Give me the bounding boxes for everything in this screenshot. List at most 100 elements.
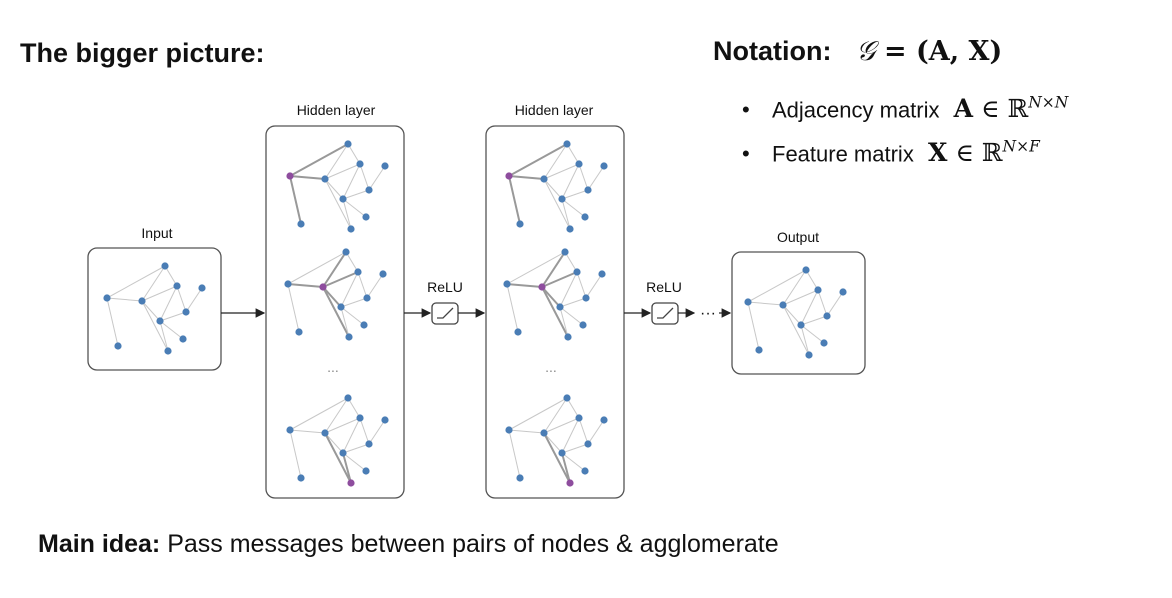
graph-node [581,213,589,221]
graph-edge [324,432,344,454]
highlighted-node [505,172,513,180]
graph-edge [185,287,203,313]
graph-edge [159,285,178,322]
graph-edge [578,163,589,191]
graph-node [179,335,187,343]
graph-edge [368,419,386,445]
graph-edge [289,397,349,431]
hidden-layer-2-label: Hidden layer [515,102,594,118]
graph-node [505,426,513,434]
graph-node [321,429,329,437]
graph-edge [800,324,825,344]
graph-edge [543,417,580,434]
graph-edge [508,429,545,434]
hidden1-graph-a [286,140,389,233]
graph-edge [322,251,347,288]
graph-edge [287,283,300,333]
graph-edge [561,417,580,454]
graph-node [198,284,206,292]
graph-node [103,294,111,302]
graph-node [814,286,822,294]
graph-edge [342,163,361,200]
graph-edge [357,271,368,299]
graph-node [362,467,370,475]
graph-edge [342,417,361,454]
graph-edge [342,198,367,218]
graph-edge [322,286,342,308]
graph-node [297,220,305,228]
graph-edge [543,432,571,484]
graph-edge [541,271,578,288]
graph-node [600,162,608,170]
graph-node [354,268,362,276]
slide-title: The bigger picture: [20,38,265,68]
relu-1-label: ReLU [427,279,463,295]
hidden-layer-1-ellipsis: ... [327,359,339,375]
graph-node [598,270,606,278]
graph-edge [366,273,384,299]
graph-edge [782,269,807,306]
hidden1-graph-c [286,394,389,487]
graph-edge [324,397,349,434]
graph-node [563,140,571,148]
graph-edge [506,251,566,285]
graph-edge [559,297,587,308]
graph-node [575,160,583,168]
graph-edge [587,419,605,445]
graph-node [379,270,387,278]
graph-node [284,280,292,288]
graph-edge [543,178,563,200]
graph-edge [585,273,603,299]
graph-edge [508,429,521,479]
graph-node [573,268,581,276]
graph-node [503,280,511,288]
graph-node [566,225,574,233]
graph-edge [342,189,370,200]
input-graph [103,262,206,355]
graph-edge [324,417,361,434]
graph-edge [347,397,361,419]
graph-edge [561,163,580,200]
graph-edge [322,271,359,288]
graph-edge [747,269,807,303]
graph-edge [359,163,370,191]
graph-node [356,414,364,422]
graph-edge [324,432,352,484]
graph-edge [826,291,844,317]
graph-edge [324,178,352,230]
graph-node [802,266,810,274]
hidden-layer-1-label: Hidden layer [297,102,376,118]
graph-node [365,440,373,448]
graph-edge [289,175,326,180]
graph-node [582,294,590,302]
graph-node [365,186,373,194]
graph-edge [800,324,810,356]
graph-edge [106,297,143,302]
graph-node [297,474,305,482]
graph-node [581,467,589,475]
graph-node [363,294,371,302]
graph-edge [141,300,161,322]
graph-edge [508,175,521,225]
graph-node [356,160,364,168]
graph-node [561,248,569,256]
graph-node [584,440,592,448]
main-idea: Main idea: Pass messages between pairs o… [38,530,779,559]
highlighted-node [319,283,327,291]
graph-edge [782,304,802,326]
graph-edge [368,165,386,191]
graph-node [347,225,355,233]
graph-node [339,449,347,457]
graph-node [797,321,805,329]
graph-edge [141,285,178,302]
graph-node [339,195,347,203]
hidden2-graph-a [505,140,608,233]
graph-edge [564,251,578,273]
graph-node [556,303,564,311]
graph-edge [340,306,365,326]
relu-2-icon [651,302,679,325]
graph-edge [506,283,519,333]
graph-edge [159,311,187,322]
graph-edge [287,283,324,288]
graph-edge [159,320,169,352]
